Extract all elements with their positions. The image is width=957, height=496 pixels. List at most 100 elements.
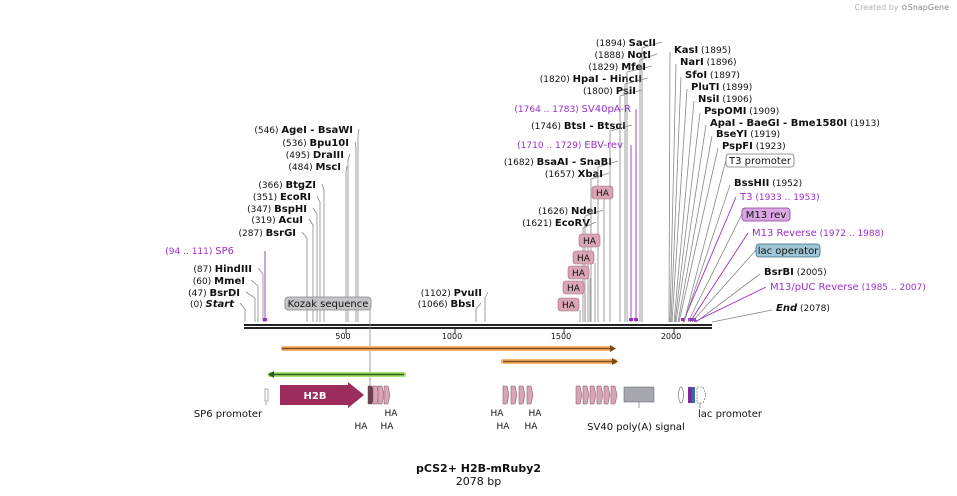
site-leader-line xyxy=(345,165,348,173)
site-name: PvuII xyxy=(454,288,482,299)
site-label: SfoI (1897) xyxy=(685,70,740,81)
site-name: NsiI xyxy=(698,94,719,105)
site-leader-line xyxy=(626,65,653,73)
site-label: (1066) BbsI xyxy=(418,299,475,310)
site-name: ApaI xyxy=(710,118,735,129)
site-leader-line xyxy=(711,309,773,323)
site-label: NarI (1896) xyxy=(680,57,737,68)
site-label: (47) BsrDI xyxy=(188,288,240,299)
primer-name: M13 Reverse xyxy=(752,228,817,239)
ha-tag-arrow xyxy=(589,385,597,405)
feature-leader-line xyxy=(687,213,743,323)
site-leader-line xyxy=(321,183,325,191)
site-leader-line xyxy=(301,231,308,239)
site-name: EcoRV xyxy=(555,218,590,229)
site-leader-line xyxy=(639,53,658,61)
site-position: (366) xyxy=(258,181,285,191)
ha-tag-box xyxy=(578,233,601,248)
ha-bottom-label: HA xyxy=(355,422,369,432)
primer-arrow xyxy=(634,318,638,321)
site-leader-line xyxy=(257,267,264,275)
site-label: (1621) EcoRV xyxy=(522,218,590,229)
primer-leader-line xyxy=(689,232,749,323)
site-name: MfeI xyxy=(621,62,646,73)
site-name: BseYI xyxy=(716,129,747,140)
site-name: MscI xyxy=(315,162,341,173)
ha-tag-box xyxy=(567,265,590,280)
site-label: (1746) BtsI - BtsαI xyxy=(531,121,626,132)
ha-tag-arrow xyxy=(377,385,385,405)
site-label: (1888) NotI xyxy=(594,50,651,61)
site-name: BsaAI xyxy=(537,157,569,168)
sv40-polya-box xyxy=(623,386,655,403)
site-position: (1066) xyxy=(418,300,451,310)
site-leader-line xyxy=(354,141,357,149)
primer-arrow xyxy=(681,318,685,321)
lac-promoter-mark xyxy=(696,386,707,404)
site-label: (351) EcoRI xyxy=(253,192,311,203)
site-leader-line xyxy=(245,291,256,299)
scale-tick-label: 1000 xyxy=(442,332,462,341)
ha-tag-arrow xyxy=(502,385,510,405)
site-leader-line xyxy=(674,112,701,323)
ha-bottom-label: HA xyxy=(381,422,395,432)
site-name: MmeI xyxy=(214,276,245,287)
primer-range: (1710 .. 1729) xyxy=(517,141,584,151)
lac-operator-mark xyxy=(692,387,695,403)
feature-box-label: Kozak sequence xyxy=(288,299,369,310)
site-name: BssHII xyxy=(734,178,769,189)
primer-name: SP6 xyxy=(215,246,234,257)
site-position: (1800) xyxy=(583,87,616,97)
feature-box-label: lac operator xyxy=(758,246,819,257)
scale-tick-label: 500 xyxy=(335,332,350,341)
primer-label: T3 (1933 .. 1953) xyxy=(739,192,820,203)
ha-bottom-label: HA xyxy=(497,422,511,432)
site-leader-line xyxy=(590,172,610,180)
site-position: (1820) xyxy=(540,75,573,85)
site-position: (1894) xyxy=(596,39,629,49)
site-leader-line xyxy=(675,124,707,323)
site-position: (1829) xyxy=(588,63,621,73)
ha-tag-box xyxy=(557,297,580,312)
site-position: (1746) xyxy=(531,122,564,132)
ha-tag-label: HA xyxy=(577,254,591,264)
site-name: BspHI xyxy=(274,204,307,215)
feature-box-label: M13 rev xyxy=(746,210,787,221)
site-position: (47) xyxy=(188,289,209,299)
site-label: End (2078) xyxy=(776,303,830,314)
ha-tag-label: HA xyxy=(596,189,610,199)
lac-promoter-label: lac promoter xyxy=(698,409,763,420)
site-name-secondary: - BtsαI xyxy=(586,121,626,132)
site-leader-line xyxy=(584,209,604,217)
site-name: HpaI xyxy=(573,74,599,85)
site-position: (546) xyxy=(254,126,281,136)
primer-label: M13 Reverse (1972 .. 1988) xyxy=(752,228,884,239)
primer-arrow xyxy=(688,318,692,321)
primer-range: (1933 .. 1953) xyxy=(752,193,819,203)
primer-label: M13/pUC Reverse (1985 .. 2007) xyxy=(770,282,926,293)
site-label: (60) MmeI xyxy=(193,276,245,287)
plasmid-size: 2078 bp xyxy=(455,475,502,488)
site-name: NdeI xyxy=(571,206,597,217)
site-name: NotI xyxy=(627,50,651,61)
site-label: (366) BtgZI xyxy=(258,180,316,191)
site-label: (287) BsrGI xyxy=(239,228,297,239)
site-position: (1626) xyxy=(538,207,571,217)
h2b-label: H2B xyxy=(304,391,327,402)
promoter-mark xyxy=(678,386,684,404)
ha-tag-label: HA xyxy=(572,269,586,279)
sv40-label: SV40 poly(A) signal xyxy=(587,422,685,433)
site-position: (1888) xyxy=(594,51,627,61)
site-name: BsrBI xyxy=(764,267,794,278)
site-name: HindIII xyxy=(215,264,252,275)
site-name: DraIII xyxy=(313,150,344,161)
site-position: (1952) xyxy=(769,179,802,189)
ha-bottom-label: HA xyxy=(525,422,539,432)
site-label: (347) BspHI xyxy=(247,204,307,215)
primer-leader-line xyxy=(682,196,737,323)
ha-tag-arrow xyxy=(526,385,534,405)
site-position: (1897) xyxy=(707,71,740,81)
snapgene-watermark: Created by ✿SnapGene xyxy=(854,3,949,12)
site-label: (0) Start xyxy=(190,299,235,310)
ha-tag-arrow xyxy=(518,385,526,405)
